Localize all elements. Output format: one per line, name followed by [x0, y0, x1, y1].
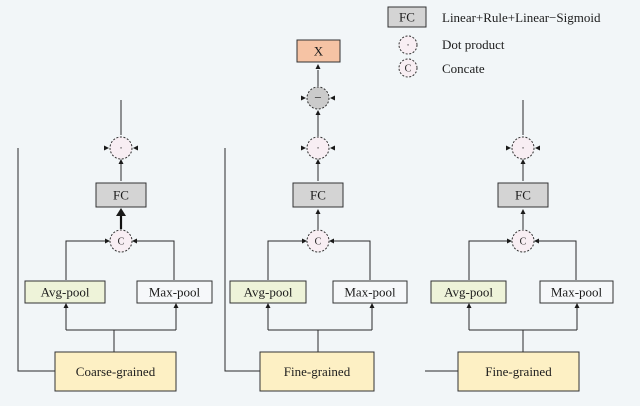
- col2-minus-symbol: −: [314, 90, 321, 105]
- col2-avg-pool-box: [229, 280, 307, 304]
- col1-fc-box: [95, 182, 147, 208]
- col2-dot-symbol: ·: [316, 144, 319, 155]
- col2-multiply-box: [296, 39, 341, 63]
- column-fine-middle: X − · FC C Avg-pool Max-pool Fine-graine…: [224, 39, 408, 392]
- col1-input-label: Coarse-grained: [76, 364, 156, 379]
- col1-dot-symbol: ·: [119, 144, 122, 155]
- col2-multiply-label: X: [314, 44, 324, 59]
- col1-max-pool-box: [136, 280, 213, 304]
- col3-avg-pool-box: [430, 280, 507, 304]
- legend-concat-desc: Concate: [442, 61, 485, 76]
- col1-max-pool-label: Max-pool: [149, 285, 201, 300]
- col1-dot-product-node: [109, 136, 133, 160]
- col3-dot-product-node: [511, 136, 535, 160]
- col2-avg-pool-label: Avg-pool: [244, 285, 293, 300]
- col1-concat-node: [109, 229, 133, 253]
- col2-dot-product-node: [306, 136, 330, 160]
- col1-avg-pool-label: Avg-pool: [41, 285, 90, 300]
- col2-max-pool-label: Max-pool: [344, 285, 396, 300]
- legend: FC Linear+Rule+Linear−Sigmoid · Dot prod…: [387, 6, 601, 78]
- legend-fc-desc: Linear+Rule+Linear−Sigmoid: [442, 10, 601, 25]
- col3-max-pool-label: Max-pool: [551, 285, 603, 300]
- col1-avg-pool-box: [24, 280, 106, 304]
- legend-concat-circle: [398, 58, 418, 78]
- col3-max-pool-box: [539, 280, 614, 304]
- col3-concat-symbol: C: [520, 237, 527, 248]
- column-fine-right: · FC C Avg-pool Max-pool Fine-grained: [425, 100, 614, 392]
- legend-concat-key: C: [405, 64, 412, 75]
- col2-max-pool-box: [332, 280, 408, 304]
- col3-input-label: Fine-grained: [485, 364, 552, 379]
- col3-concat-node: [511, 229, 535, 253]
- col1-concat-symbol: C: [118, 237, 125, 248]
- legend-dot-key: ·: [406, 41, 409, 52]
- col1-fc-label: FC: [113, 188, 129, 203]
- col3-avg-pool-label: Avg-pool: [444, 285, 493, 300]
- col3-fc-label: FC: [515, 188, 531, 203]
- col2-input-box: [259, 351, 375, 392]
- col2-fc-box: [292, 182, 344, 208]
- legend-fc-key: FC: [399, 10, 415, 25]
- legend-dot-desc: Dot product: [442, 37, 505, 52]
- col3-fc-box: [497, 182, 549, 208]
- col3-input-box: [457, 351, 580, 392]
- legend-dot-circle: [398, 35, 418, 55]
- column-coarse: · FC C Avg-pool Max-pool Coarse-grained: [17, 100, 213, 392]
- col2-fc-label: FC: [310, 188, 326, 203]
- col1-input-box: [54, 351, 177, 392]
- col2-concat-symbol: C: [315, 237, 322, 248]
- col2-concat-node: [306, 229, 330, 253]
- col2-minus-node: [306, 86, 330, 110]
- legend-fc-box: [387, 6, 427, 28]
- col3-dot-symbol: ·: [521, 144, 524, 155]
- col2-input-label: Fine-grained: [284, 364, 351, 379]
